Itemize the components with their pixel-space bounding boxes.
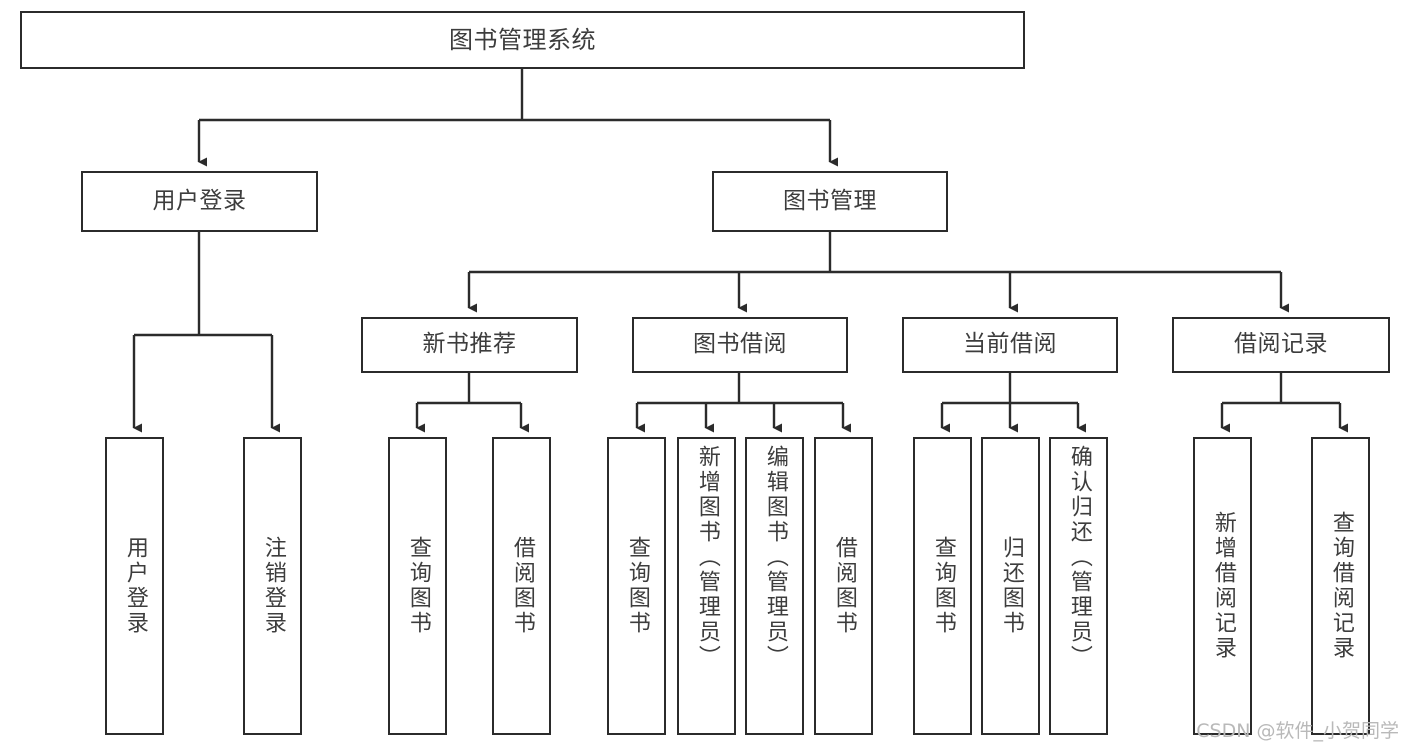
node-label: 用户登录: [152, 187, 247, 214]
node-label: 新书推荐: [422, 331, 517, 358]
node-root-book-management-system[interactable]: 图书管理系统: [20, 11, 1025, 69]
leaf-borrow-record-query-record[interactable]: 查询借阅记录: [1311, 437, 1370, 735]
leaf-label: 新增借阅记录: [1210, 511, 1236, 661]
leaf-label: 查询图书: [405, 536, 431, 636]
leaf-label: 注销登录: [260, 536, 286, 636]
leaf-label: 确认归还（管理员）: [1066, 445, 1092, 670]
leaf-borrow-record-add-record[interactable]: 新增借阅记录: [1193, 437, 1252, 735]
leaf-book-borrow-add-book-admin[interactable]: 新增图书（管理员）: [677, 437, 736, 735]
leaf-label: 查询借阅记录: [1328, 511, 1354, 661]
node-user-login[interactable]: 用户登录: [81, 171, 318, 232]
leaf-current-borrow-confirm-return-admin[interactable]: 确认归还（管理员）: [1049, 437, 1108, 735]
leaf-label: 查询图书: [930, 536, 956, 636]
leaf-label: 查询图书: [624, 536, 650, 636]
leaf-book-borrow-borrow-book[interactable]: 借阅图书: [814, 437, 873, 735]
leaf-label: 借阅图书: [509, 536, 535, 636]
node-new-book-recommend[interactable]: 新书推荐: [361, 317, 578, 373]
leaf-current-borrow-query-book[interactable]: 查询图书: [913, 437, 972, 735]
leaf-label: 新增图书（管理员）: [694, 445, 720, 670]
leaf-book-borrow-edit-book-admin[interactable]: 编辑图书（管理员）: [745, 437, 804, 735]
node-label: 当前借阅: [963, 331, 1057, 358]
leaf-current-borrow-return-book[interactable]: 归还图书: [981, 437, 1040, 735]
leaf-book-borrow-query-book[interactable]: 查询图书: [607, 437, 666, 735]
node-book-management[interactable]: 图书管理: [712, 171, 948, 232]
watermark-text: CSDN @软件_小贺同学: [1196, 720, 1399, 742]
leaf-label: 用户登录: [122, 536, 148, 636]
node-label: 图书管理: [783, 187, 877, 214]
leaf-label: 借阅图书: [831, 536, 857, 636]
leaf-label: 编辑图书（管理员）: [762, 445, 788, 670]
node-label: 图书借阅: [693, 331, 787, 358]
leaf-user-login-login[interactable]: 用户登录: [105, 437, 164, 735]
node-label: 借阅记录: [1234, 331, 1328, 358]
node-current-borrow[interactable]: 当前借阅: [902, 317, 1118, 373]
node-label: 图书管理系统: [449, 25, 596, 54]
leaf-label: 归还图书: [998, 536, 1024, 636]
node-borrow-record[interactable]: 借阅记录: [1172, 317, 1390, 373]
leaf-new-book-borrow-book[interactable]: 借阅图书: [492, 437, 551, 735]
node-book-borrow[interactable]: 图书借阅: [632, 317, 848, 373]
leaf-new-book-query-book[interactable]: 查询图书: [388, 437, 447, 735]
leaf-user-login-logout[interactable]: 注销登录: [243, 437, 302, 735]
